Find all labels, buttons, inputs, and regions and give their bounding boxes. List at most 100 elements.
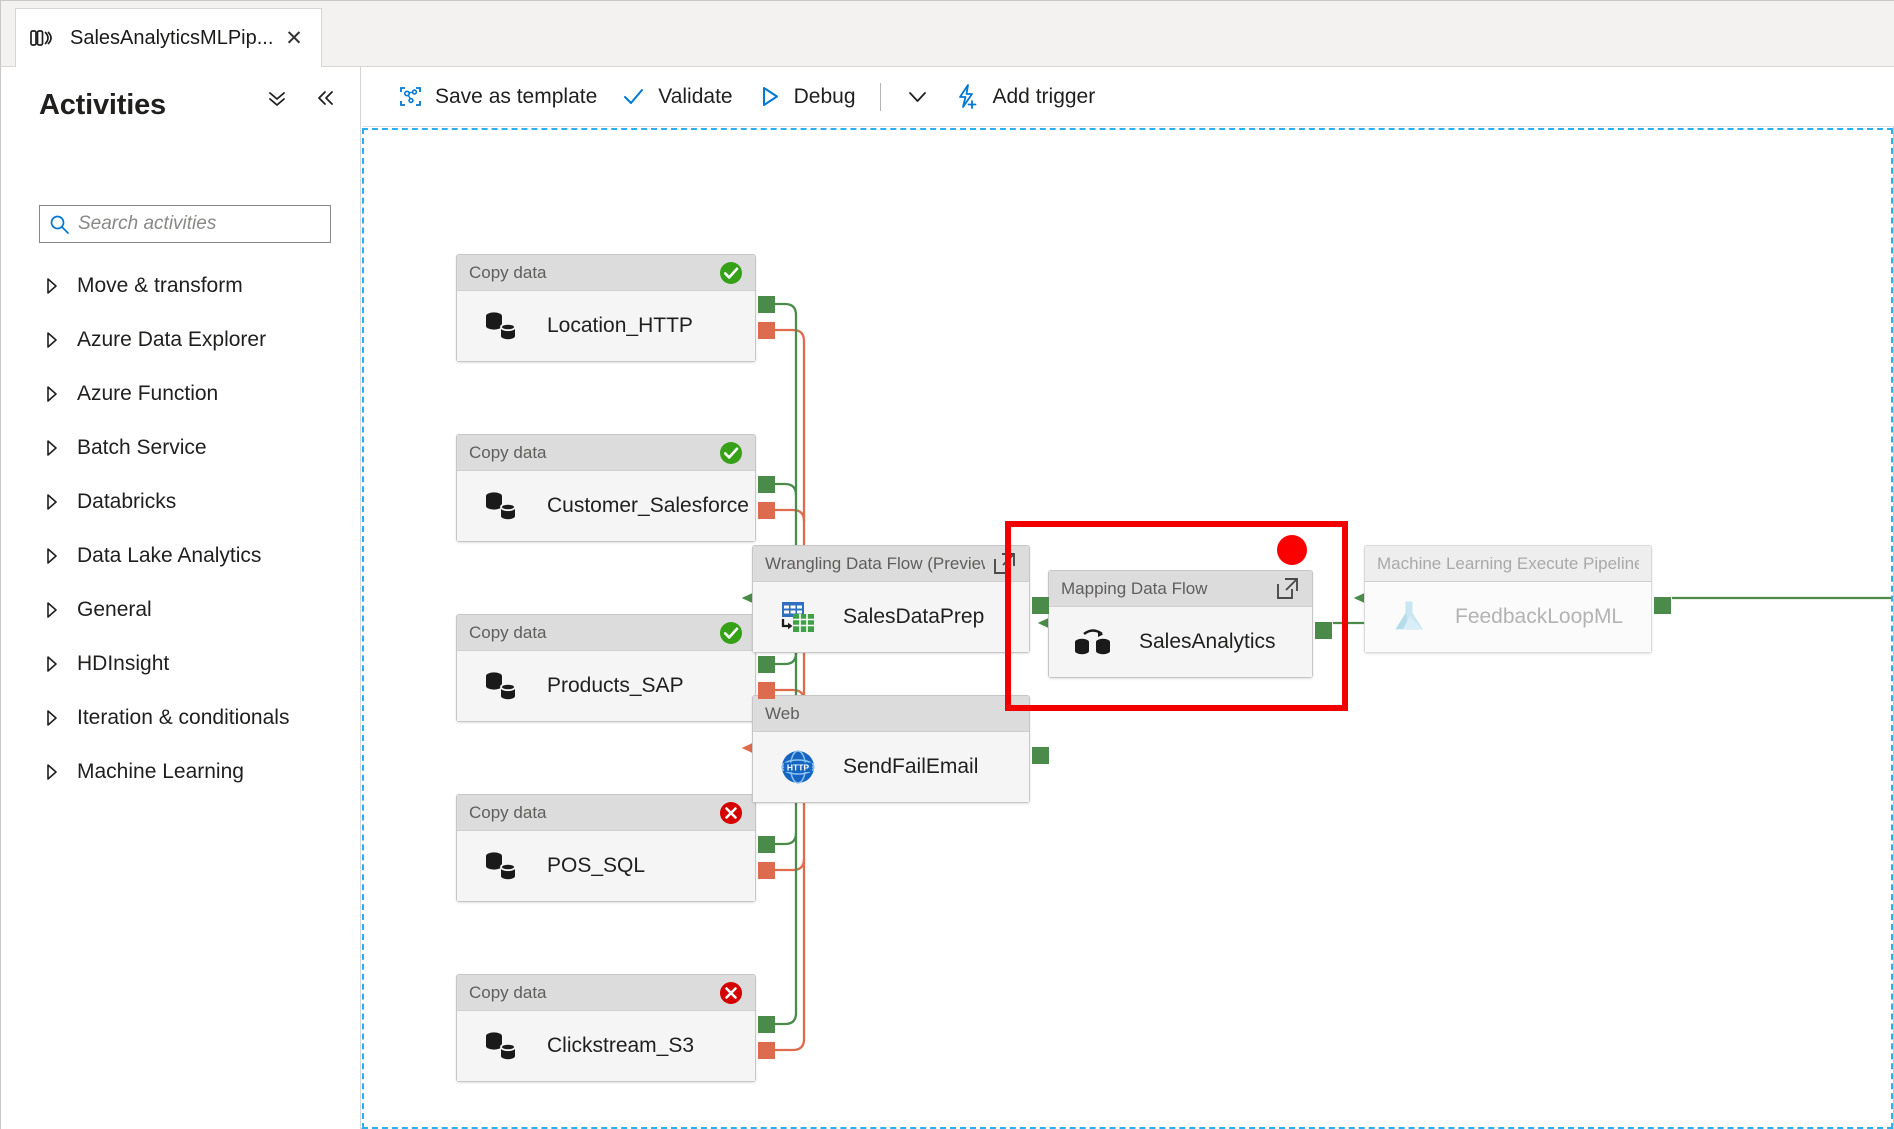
chevron-right-icon [45, 493, 67, 511]
failure-output-port[interactable] [758, 502, 775, 519]
open-external-icon[interactable] [991, 551, 1017, 577]
copy-data-icon [479, 665, 525, 707]
sidebar-item-label: Move & transform [77, 274, 243, 297]
save-as-template-button[interactable]: Save as template [386, 75, 609, 119]
node-body: Products_SAP [457, 651, 755, 721]
sidebar-item-machine-learning[interactable]: Machine Learning [1, 745, 361, 799]
chevron-right-icon [45, 709, 67, 727]
debug-button[interactable]: Debug [745, 75, 868, 119]
sidebar-item-azure-data-explorer[interactable]: Azure Data Explorer [1, 313, 361, 367]
success-output-port[interactable] [758, 296, 775, 313]
sidebar-item-label: Databricks [77, 490, 177, 513]
success-output-port[interactable] [1315, 622, 1332, 639]
node-type-label: Copy data [469, 442, 547, 462]
sidebar-item-azure-function[interactable]: Azure Function [1, 367, 361, 421]
search-input[interactable] [78, 207, 330, 241]
tab-title: SalesAnalyticsMLPip... [70, 26, 274, 49]
node-header: Copy data [457, 255, 755, 291]
failure-output-port[interactable] [758, 682, 775, 699]
node-name-label: Customer_Salesforce [547, 494, 749, 517]
failure-output-port[interactable] [758, 862, 775, 879]
node-type-label: Mapping Data Flow [1061, 578, 1208, 598]
pipeline-icon [30, 28, 56, 48]
success-status-icon [719, 441, 743, 465]
sidebar-item-label: HDInsight [77, 652, 170, 675]
copy-data-icon [479, 485, 525, 527]
node-body: SalesAnalytics [1049, 607, 1312, 677]
success-output-port[interactable] [758, 1016, 775, 1033]
checkmark-icon [621, 84, 646, 109]
chevron-right-icon [45, 655, 67, 673]
web-http-icon: HTTP [775, 746, 821, 788]
chevron-right-icon [45, 277, 67, 295]
sidebar-item-move-transform[interactable]: Move & transform [1, 259, 361, 313]
search-activities-box[interactable] [39, 205, 331, 243]
chevron-right-icon [45, 601, 67, 619]
node-body: HTTP SendFailEmail [753, 732, 1029, 802]
play-icon [757, 84, 782, 109]
template-icon [398, 84, 423, 109]
node-type-label: Machine Learning Execute Pipeline [1377, 553, 1639, 573]
activities-panel: Activities [1, 67, 361, 1129]
collapse-all-icon[interactable] [264, 85, 290, 111]
panel-action-group [264, 85, 338, 111]
sidebar-item-data-lake-analytics[interactable]: Data Lake Analytics [1, 529, 361, 583]
error-status-icon [719, 801, 743, 825]
node-name-label: SendFailEmail [843, 755, 979, 778]
lightning-add-icon [954, 83, 981, 110]
failure-output-port[interactable] [758, 1042, 775, 1059]
success-output-port[interactable] [758, 476, 775, 493]
chevron-right-icon [45, 547, 67, 565]
node-name-label: Products_SAP [547, 674, 684, 697]
node-name-label: SalesDataPrep [843, 605, 985, 628]
wrangling-dataflow-icon [775, 596, 821, 638]
success-output-port[interactable] [1654, 597, 1671, 614]
node-header: Mapping Data Flow [1049, 571, 1312, 607]
add-trigger-button[interactable]: Add trigger [942, 75, 1108, 119]
sidebar-item-hdinsight[interactable]: HDInsight [1, 637, 361, 691]
validate-button[interactable]: Validate [609, 75, 744, 119]
node-header: Wrangling Data Flow (Preview) [753, 546, 1029, 582]
activity-node-salesdataprep[interactable]: Wrangling Data Flow (Preview) SalesDataPr… [752, 545, 1030, 653]
tab-sales-analytics-pipeline[interactable]: SalesAnalyticsMLPip... ✕ [15, 8, 322, 67]
sidebar-item-label: General [77, 598, 152, 621]
sidebar-item-label: Batch Service [77, 436, 207, 459]
chevron-right-icon [45, 331, 67, 349]
collapse-panel-icon[interactable] [312, 85, 338, 111]
failure-output-port[interactable] [758, 322, 775, 339]
success-output-port[interactable] [1032, 747, 1049, 764]
sidebar-item-general[interactable]: General [1, 583, 361, 637]
close-icon[interactable]: ✕ [285, 26, 303, 50]
sidebar-item-batch-service[interactable]: Batch Service [1, 421, 361, 475]
success-output-port[interactable] [1032, 597, 1049, 614]
sidebar-item-label: Iteration & conditionals [77, 706, 290, 729]
success-status-icon [719, 621, 743, 645]
node-body: SalesDataPrep [753, 582, 1029, 652]
debug-dropdown-button[interactable] [893, 75, 942, 119]
node-type-label: Copy data [469, 262, 547, 282]
svg-text:HTTP: HTTP [787, 762, 810, 772]
sidebar-item-databricks[interactable]: Databricks [1, 475, 361, 529]
node-header: Copy data [457, 795, 755, 831]
sidebar-item-label: Azure Function [77, 382, 219, 405]
page-title: Activities [39, 88, 166, 121]
copy-data-icon [479, 845, 525, 887]
open-external-icon[interactable] [1274, 576, 1300, 602]
node-name-label: Clickstream_S3 [547, 1034, 695, 1057]
success-output-port[interactable] [758, 836, 775, 853]
node-body: Customer_Salesforce [457, 471, 755, 541]
sidebar-item-iteration-conditionals[interactable]: Iteration & conditionals [1, 691, 361, 745]
success-output-port[interactable] [758, 656, 775, 673]
node-body: FeedbackLoopML [1365, 582, 1651, 652]
sidebar-item-label: Azure Data Explorer [77, 328, 267, 351]
